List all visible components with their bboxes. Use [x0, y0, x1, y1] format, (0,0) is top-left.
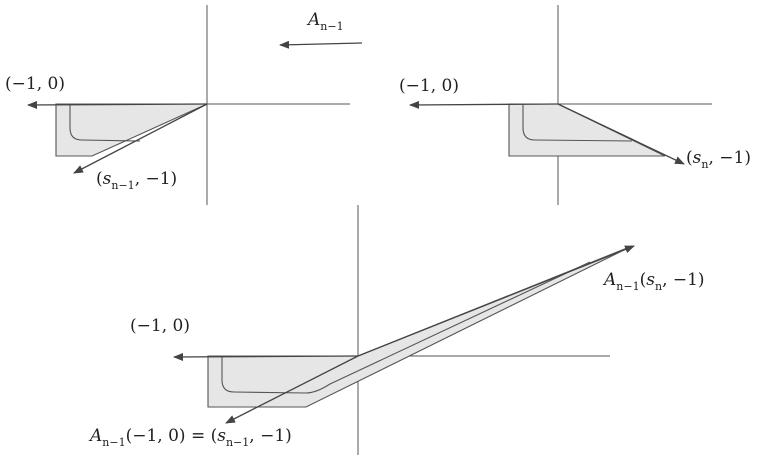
panel-b-vector-x — [409, 100, 559, 109]
panel-b-vector-v — [557, 103, 685, 165]
panel-b: (−1, 0) (sn, −1) — [399, 5, 751, 205]
panel-c-shaded-region — [207, 245, 633, 408]
panel-b-inner-curve — [522, 104, 633, 142]
map-arrow-label: An−1 — [306, 10, 344, 33]
map-arrow-line — [279, 40, 363, 49]
panel-a-vector-x — [27, 100, 208, 109]
panel-c-label-bottom: An−1(−1, 0) = (sn−1, −1) — [88, 426, 292, 449]
panel-c: (−1, 0) An−1(sn, −1) An−1(−1, 0) = (sn−1… — [88, 205, 705, 455]
panel-a-label-x: (−1, 0) — [5, 74, 65, 94]
panel-b-label-x: (−1, 0) — [399, 76, 459, 96]
panel-c-vector-x — [173, 352, 359, 361]
panel-a-shaded-region — [55, 103, 208, 157]
panel-b-shaded-region — [508, 103, 666, 157]
map-arrow: An−1 — [279, 10, 363, 49]
panel-a-vector-v — [73, 103, 208, 174]
panel-c-vector-bottom — [225, 355, 359, 424]
panel-a: (−1, 0) (sn−1, −1) — [5, 5, 350, 205]
panel-c-inner-curve — [221, 261, 591, 394]
panel-a-inner-curve — [69, 104, 141, 142]
panel-c-label-x: (−1, 0) — [130, 316, 190, 336]
panel-c-label-top: An−1(sn, −1) — [602, 270, 705, 293]
panel-b-label-v: (sn, −1) — [686, 148, 751, 171]
panel-a-label-v: (sn−1, −1) — [96, 169, 177, 192]
panel-c-vector-top — [357, 245, 635, 357]
